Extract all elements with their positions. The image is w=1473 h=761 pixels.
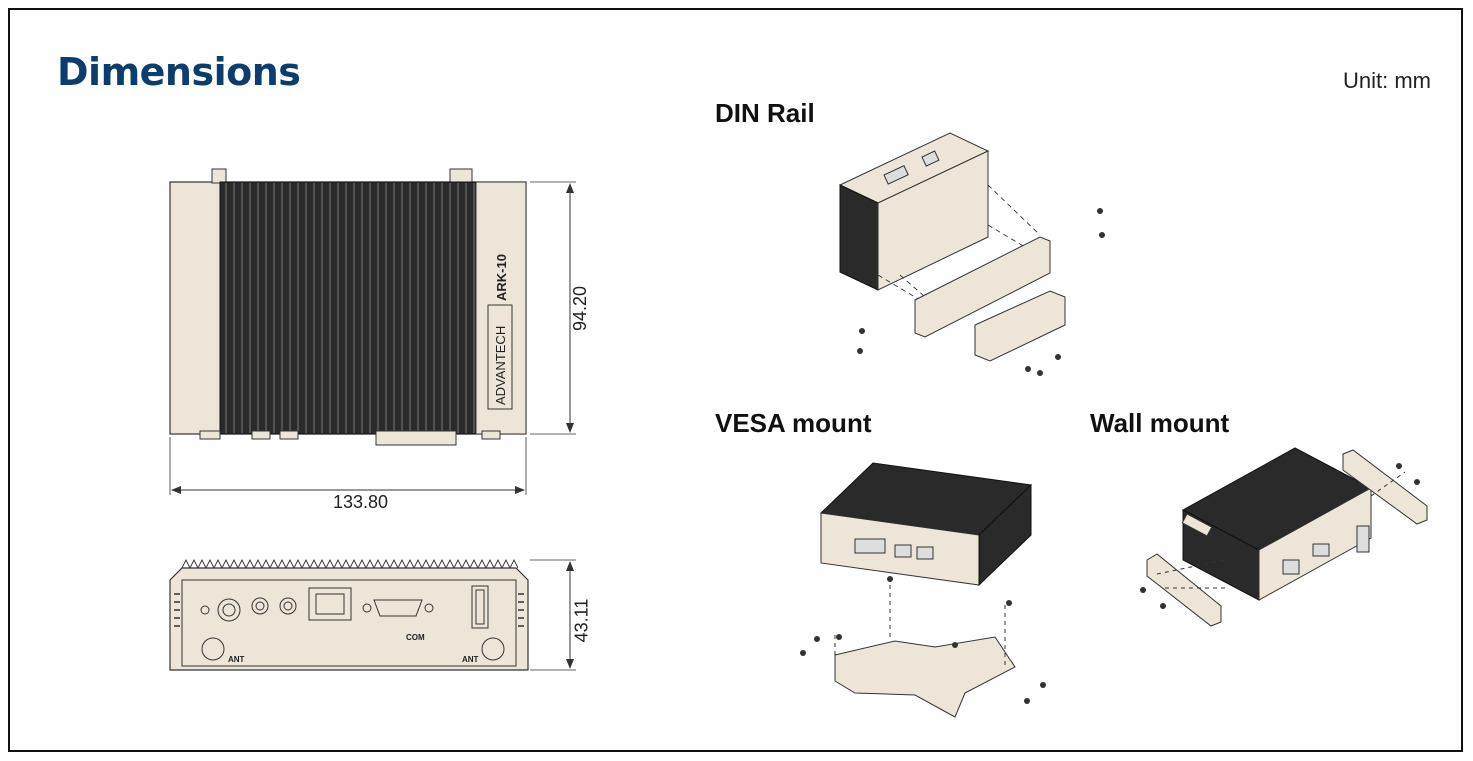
ant-left-label: ANT: [228, 655, 245, 664]
vesa-heading: VESA mount: [715, 408, 872, 438]
wall-mount-drawing: [1140, 447, 1428, 627]
top-view-drawing: ADVANTECH ARK-10: [169, 168, 576, 495]
vesa-drawing: [800, 462, 1046, 718]
front-height-dimension: 43.11: [571, 598, 592, 643]
model-label: ARK-10: [494, 254, 509, 301]
page-title: Dimensions: [57, 50, 301, 94]
din-rail-drawing: [838, 132, 1105, 376]
com-label: COM: [406, 633, 425, 642]
din-rail-heading: DIN Rail: [715, 98, 815, 128]
height-dimension: 94.20: [570, 285, 591, 332]
brand-label: ADVANTECH: [493, 326, 508, 405]
width-dimension: 133.80: [333, 492, 389, 512]
ant-right-label: ANT: [462, 655, 479, 664]
wall-mount-heading: Wall mount: [1090, 408, 1230, 438]
front-view-drawing: ANT ANT COM: [169, 558, 576, 671]
page-frame: [8, 8, 1463, 752]
unit-label: Unit: mm: [1343, 68, 1431, 93]
